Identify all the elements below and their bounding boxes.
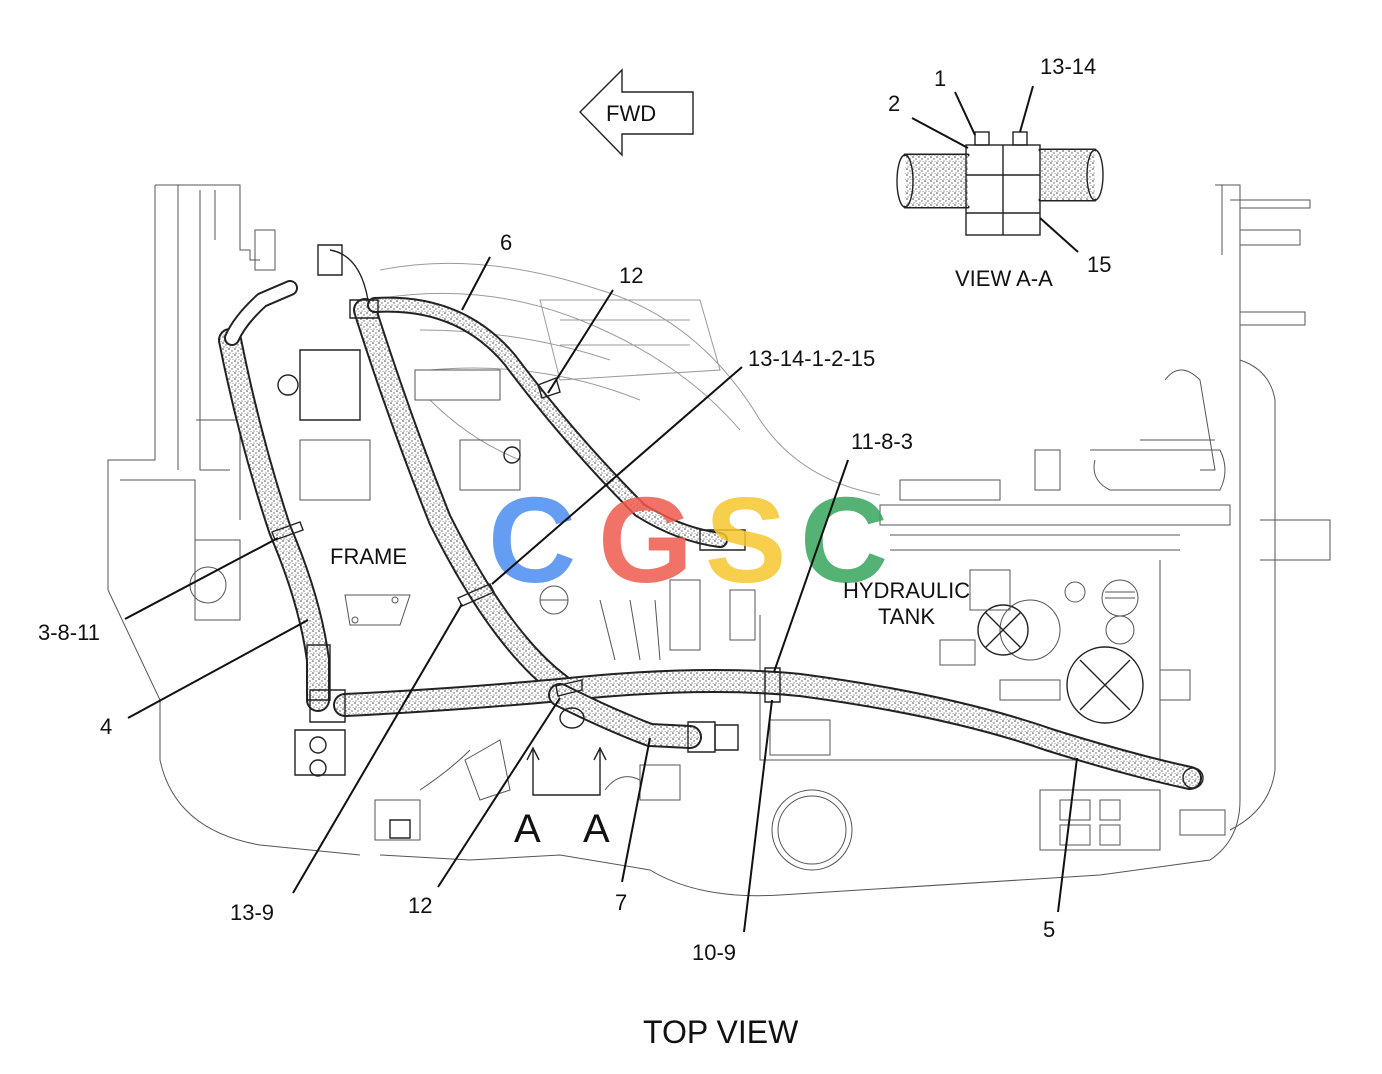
hose-6 <box>317 244 746 697</box>
callout-10-9: 10-9 <box>692 940 736 965</box>
detail-callout-2: 2 <box>888 91 900 116</box>
section-label-left: A <box>514 807 541 851</box>
callout-6: 6 <box>500 230 512 255</box>
leader-lines <box>124 256 1078 933</box>
fwd-label: FWD <box>606 101 656 126</box>
callout-13-9: 13-9 <box>230 900 274 925</box>
detail-callout-1: 1 <box>934 66 946 91</box>
watermark-letter: G <box>598 472 693 608</box>
detail-callout-13-14: 13-14 <box>1040 54 1096 79</box>
callout-4: 4 <box>100 714 112 739</box>
watermark-letter: S <box>705 472 786 608</box>
view-title: TOP VIEW <box>643 1014 799 1050</box>
frame-label: FRAME <box>330 544 407 569</box>
callout-3-8-11: 3-8-11 <box>38 620 100 645</box>
callout-7: 7 <box>615 890 627 915</box>
view-aa-detail: 1 2 13-14 15 VIEW A-A <box>888 54 1111 291</box>
clamps <box>271 377 781 729</box>
callout-12-top: 12 <box>619 263 643 288</box>
hose-7 <box>548 683 739 753</box>
fwd-arrow: FWD <box>579 68 694 157</box>
hydraulic-tank-label-line2: TANK <box>878 604 935 629</box>
callout-13-14-1-2-15: 13-14-1-2-15 <box>748 346 875 371</box>
callout-5: 5 <box>1043 917 1055 942</box>
hydraulic-tank-label-line1: HYDRAULIC <box>843 578 970 603</box>
watermark-letter: C <box>800 472 888 608</box>
callout-11-8-3: 11-8-3 <box>851 429 913 454</box>
section-label-right: A <box>583 807 610 851</box>
hose-5 <box>309 669 1204 790</box>
section-marker: A A <box>514 746 610 851</box>
callout-12-bottom: 12 <box>408 893 432 918</box>
watermark-letter: C <box>488 472 576 608</box>
watermark: C G S C <box>488 472 888 608</box>
detail-callout-15: 15 <box>1087 252 1111 277</box>
view-aa-title: VIEW A-A <box>955 266 1053 291</box>
callouts: 6 12 13-14-1-2-15 11-8-3 3-8-11 4 13-9 1… <box>38 230 1055 965</box>
